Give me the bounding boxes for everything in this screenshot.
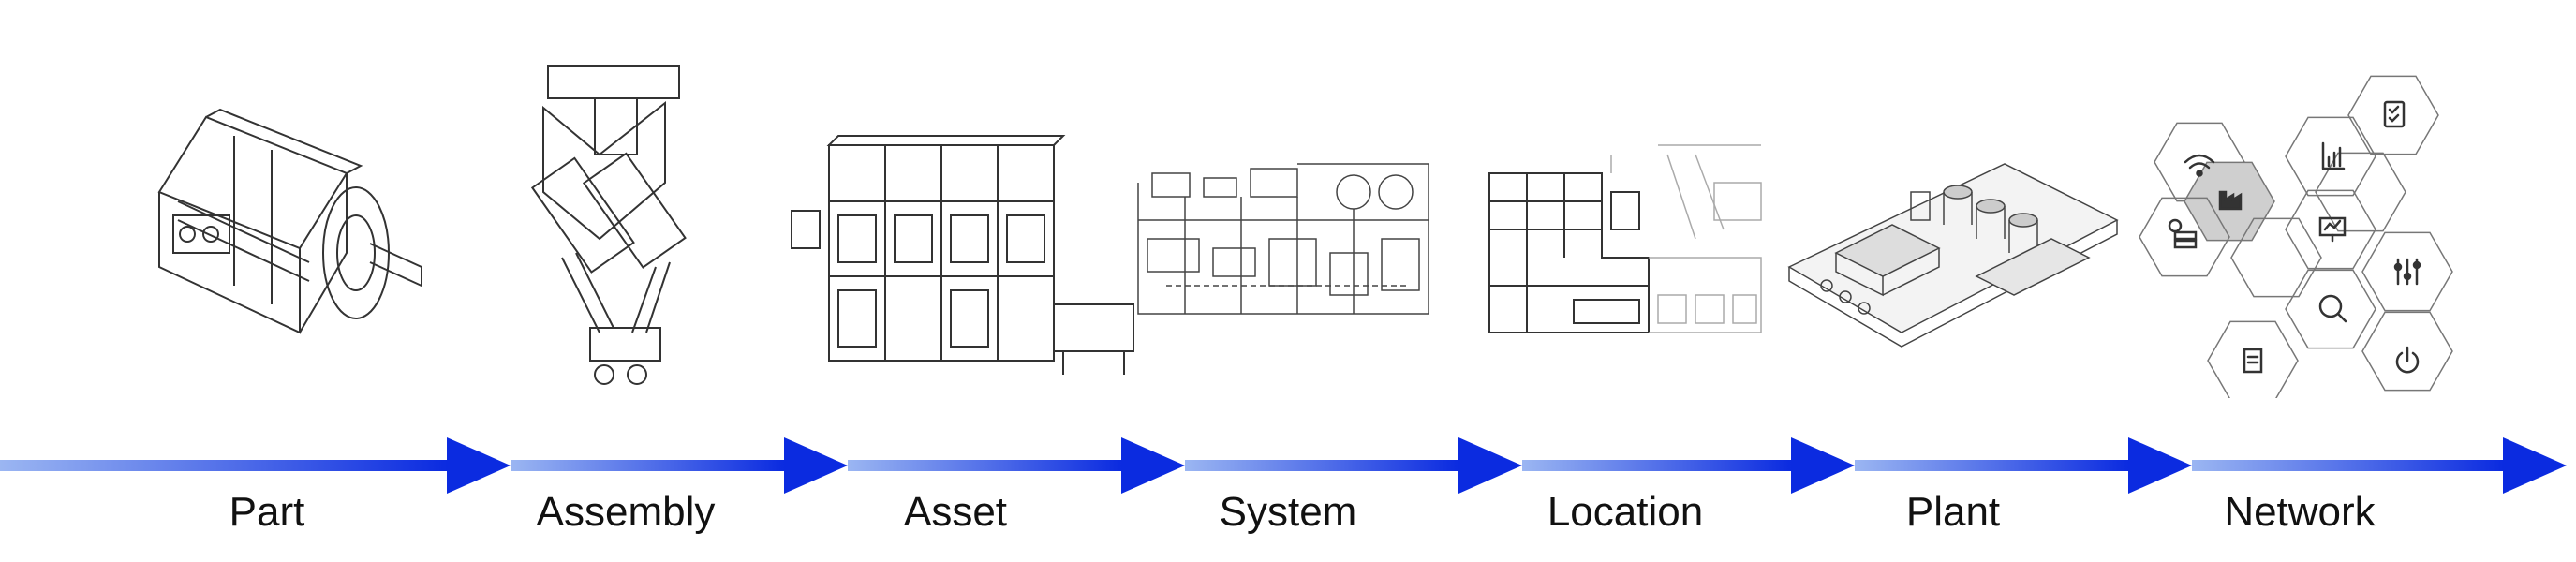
arrow-segment-assembly — [511, 437, 848, 494]
server-gear-icon — [2168, 218, 2198, 249]
network-hexagon — [2285, 269, 2376, 349]
clipboard-check-icon — [2383, 100, 2406, 128]
floor-plan-illustration — [1488, 144, 1762, 333]
stage-label-network: Network — [2224, 489, 2376, 535]
power-icon — [2395, 346, 2420, 374]
stage-label-part: Part — [229, 489, 305, 535]
network-hexagon — [2207, 320, 2299, 398]
arrow-segment-plant — [1855, 437, 2192, 494]
network-hexagon — [2139, 197, 2230, 277]
stage-label-assembly: Assembly — [536, 489, 716, 535]
monitor-chart-icon — [2318, 216, 2347, 243]
network-hexagon-illustration — [2139, 75, 2453, 398]
network-hexagon — [2315, 152, 2406, 232]
sliders-icon — [2393, 258, 2421, 286]
search-gear-icon — [2318, 294, 2347, 323]
arrow-segment-network — [2192, 437, 2567, 494]
network-hexagon — [2285, 189, 2376, 270]
production-machine-illustration — [791, 135, 1134, 375]
stage-label-system: System — [1219, 489, 1357, 535]
delta-robot-illustration — [530, 65, 687, 385]
network-hexagon — [2230, 217, 2322, 298]
industrial-plant-illustration — [1787, 163, 2119, 348]
servo-motor-illustration — [157, 108, 422, 334]
arrow-segment-location — [1522, 437, 1855, 494]
arrow-segment-part — [0, 437, 511, 494]
stage-label-location: Location — [1547, 489, 1704, 535]
stage-label-plant: Plant — [1905, 489, 2001, 535]
network-hexagon — [2361, 311, 2453, 392]
network-hexagon — [2285, 116, 2376, 197]
stage-label-asset: Asset — [903, 489, 1008, 535]
arrow-segment-asset — [848, 437, 1185, 494]
network-hexagon — [2361, 231, 2453, 312]
schematic-diagram-illustration — [1137, 163, 1429, 315]
document-chart-icon — [2243, 348, 2263, 374]
wifi-icon — [2184, 154, 2215, 177]
bar-chart-icon — [2321, 141, 2346, 170]
arrow-segment-system — [1185, 437, 1522, 494]
network-hexagon — [2347, 75, 2439, 155]
factory-icon — [2218, 190, 2243, 211]
